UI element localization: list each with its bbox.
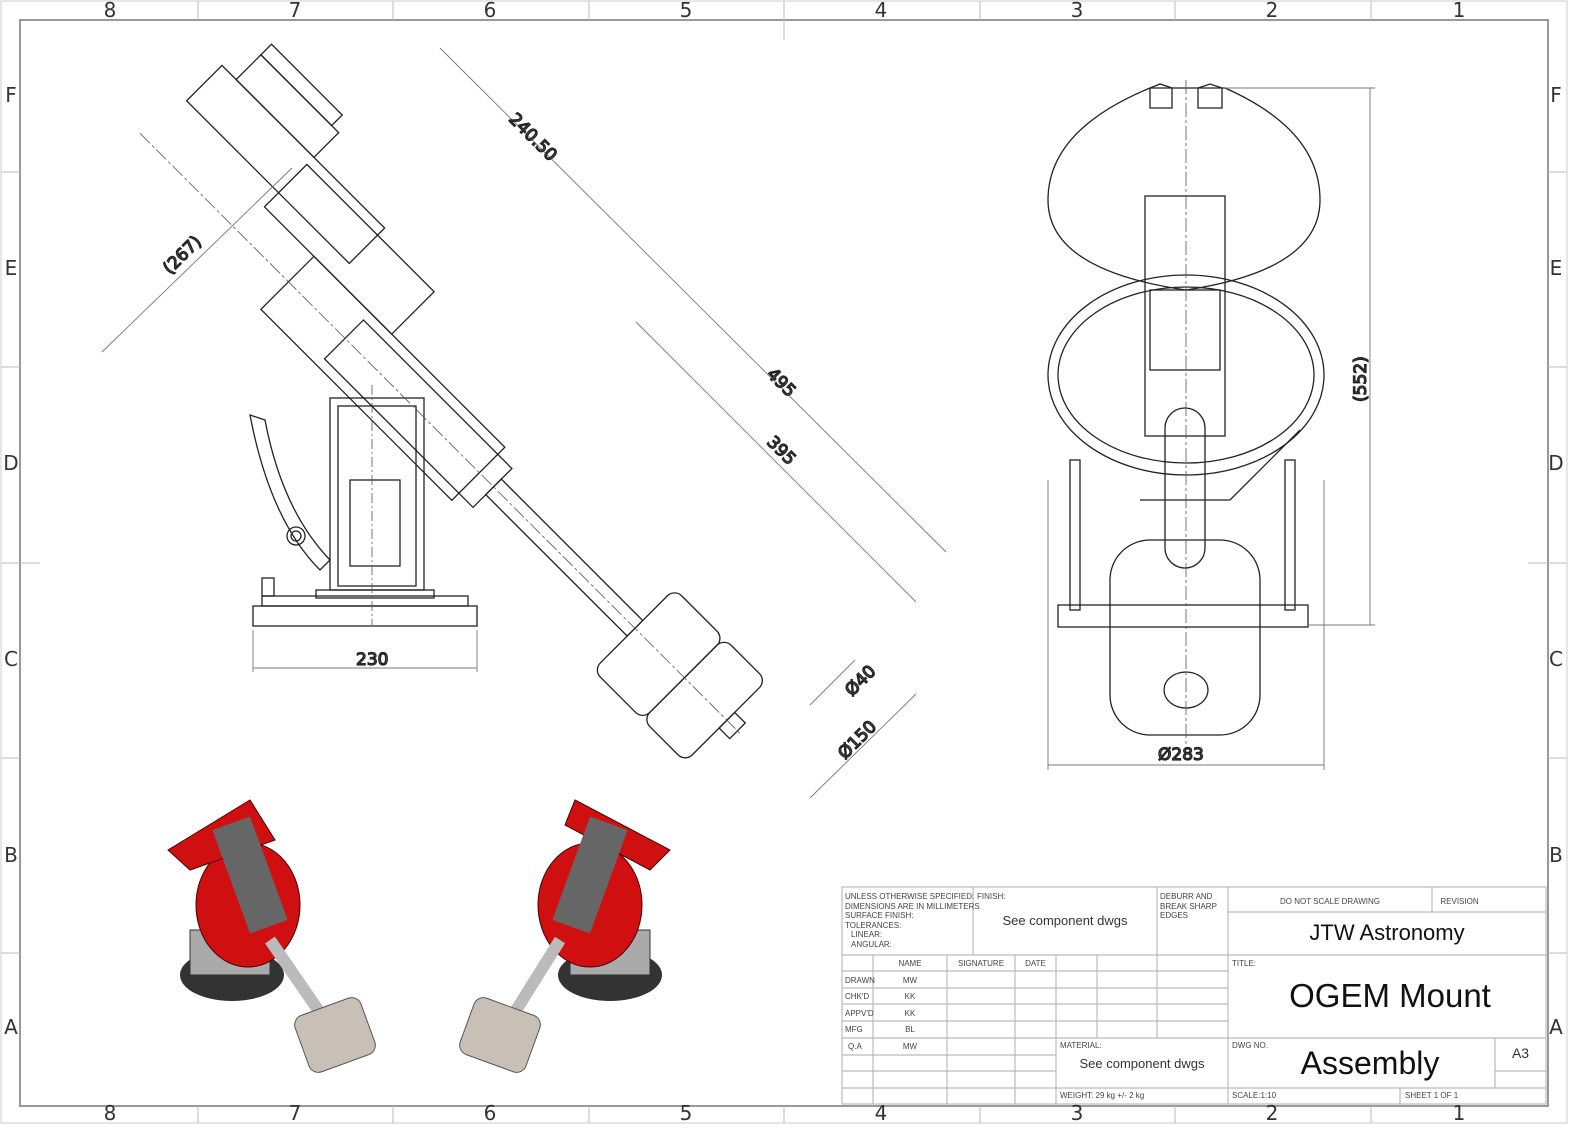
header-signature: SIGNATURE — [957, 959, 1005, 968]
zone-row-label: E — [1550, 256, 1563, 280]
front-view: Ø283 (552) — [1047, 80, 1375, 770]
counterweight — [596, 592, 721, 717]
note-line: UNLESS OTHERWISE SPECIFIED: — [845, 892, 975, 901]
dimension-height: (552) — [1351, 356, 1371, 402]
note-line: SURFACE FINISH: — [845, 911, 914, 920]
zone-row-label: B — [1549, 843, 1563, 867]
dec-body — [1144, 195, 1226, 437]
zone-col-label: 5 — [680, 1101, 693, 1125]
dwg-no: Assembly — [1300, 1045, 1440, 1081]
header-name: NAME — [898, 959, 922, 968]
zone-col-label: 4 — [875, 0, 888, 22]
finish-value: See component dwgs — [1002, 913, 1128, 928]
material-value: See component dwgs — [1079, 1056, 1205, 1071]
zone-row-label: A — [4, 1015, 18, 1039]
zone-col-label: 2 — [1266, 1101, 1279, 1125]
zone-labels-right: F E D C B A — [1548, 83, 1563, 1039]
finish-label: FINISH: — [977, 892, 1006, 901]
name-mfg: BL — [905, 1025, 915, 1034]
pier-housing — [329, 397, 425, 591]
zone-row-label: D — [1548, 451, 1563, 475]
name-drawn: MW — [902, 976, 918, 985]
role-qa: Q.A — [848, 1042, 862, 1051]
do-not-scale-note: DO NOT SCALE DRAWING — [1279, 897, 1380, 906]
saddle-plate — [185, 64, 386, 265]
drawing-title: OGEM Mount — [1289, 977, 1491, 1014]
ra-housing — [263, 163, 436, 336]
zone-col-label: 5 — [680, 0, 693, 22]
title-label: TITLE: — [1232, 959, 1257, 968]
dwg-no-label: DWG NO. — [1232, 1041, 1268, 1050]
weight: WEIGHT: 29 kg +/- 2 kg — [1060, 1091, 1145, 1100]
shaft-front — [1164, 407, 1206, 569]
deburr-note: DEBURR AND BREAK SHARP EDGES — [1160, 892, 1217, 920]
dimension-disc-dia: Ø283 — [1158, 745, 1204, 765]
role-drawn: DRAWN — [845, 976, 875, 985]
note-line: ANGULAR: — [851, 939, 892, 949]
sheet-number: SHEET 1 OF 1 — [1405, 1091, 1459, 1100]
zone-col-label: 2 — [1266, 0, 1279, 22]
title-block-grid — [841, 886, 1547, 1105]
base-plate — [252, 605, 478, 627]
zone-row-label: D — [3, 451, 18, 475]
dimension-shaft: 395 — [762, 432, 799, 469]
zone-col-label: 6 — [484, 1101, 497, 1125]
role-mfg: MFG — [845, 1025, 863, 1034]
zone-labels-left: F E D C B A — [3, 83, 18, 1039]
isometric-view-left — [167, 799, 376, 1073]
zone-col-label: 8 — [104, 1101, 117, 1125]
note-line: TOLERANCES: — [845, 920, 902, 930]
isometric-view-right — [459, 799, 671, 1073]
zone-col-label: 1 — [1453, 0, 1466, 22]
dec-housing — [259, 255, 506, 502]
note-line: DIMENSIONS ARE IN MILLIMETERS — [845, 901, 980, 911]
zone-col-label: 7 — [289, 0, 302, 22]
zone-col-label: 6 — [484, 0, 497, 22]
sheet-size: A3 — [1511, 1045, 1530, 1061]
zone-row-label: A — [1549, 1015, 1563, 1039]
dimension-overall: 495 — [762, 364, 799, 401]
dimension-offset: 240.50 — [504, 109, 560, 165]
revision-label: REVISION — [1440, 897, 1479, 906]
role-approved: APPV'D — [845, 1009, 874, 1018]
zone-col-label: 3 — [1071, 0, 1084, 22]
dimension-width: 230 — [356, 650, 388, 670]
zone-row-label: F — [5, 83, 17, 107]
control-board — [349, 479, 401, 567]
zone-col-label: 7 — [289, 1101, 302, 1125]
side-view: 230 240.50 (267) 495 395 Ø40 Ø150 — [101, 43, 947, 799]
name-qa: MW — [902, 1042, 918, 1051]
zone-col-label: 1 — [1453, 1101, 1466, 1125]
saddle-disc — [1047, 87, 1321, 291]
zone-col-label: 3 — [1071, 1101, 1084, 1125]
latitude-arc — [249, 414, 331, 571]
counterweight-front — [1109, 539, 1261, 736]
role-checked: CHK'D — [845, 992, 870, 1001]
note-line: LINEAR: — [851, 930, 883, 939]
company-name: JTW Astronomy — [1309, 920, 1465, 945]
zone-row-label: C — [1549, 647, 1563, 671]
scale: SCALE:1:10 — [1232, 1091, 1277, 1100]
header-date: DATE — [1025, 959, 1046, 968]
zone-col-label: 8 — [104, 0, 117, 22]
dimension-weight-dia: Ø150 — [834, 717, 881, 764]
zone-row-label: C — [4, 647, 18, 671]
zone-row-label: E — [5, 256, 18, 280]
material-label: MATERIAL: — [1060, 1041, 1102, 1050]
dimension-saddle: (267) — [159, 232, 205, 278]
name-checked: KK — [904, 992, 916, 1001]
zone-row-label: F — [1550, 83, 1562, 107]
zone-labels-top: 8 7 6 5 4 3 2 1 — [104, 0, 1466, 22]
general-notes: UNLESS OTHERWISE SPECIFIED: DIMENSIONS A… — [845, 892, 980, 949]
zone-labels-bottom: 8 7 6 5 4 3 2 1 — [104, 1101, 1466, 1125]
zone-row-label: B — [4, 843, 18, 867]
name-approved: KK — [904, 1009, 916, 1018]
zone-col-label: 4 — [875, 1101, 888, 1125]
